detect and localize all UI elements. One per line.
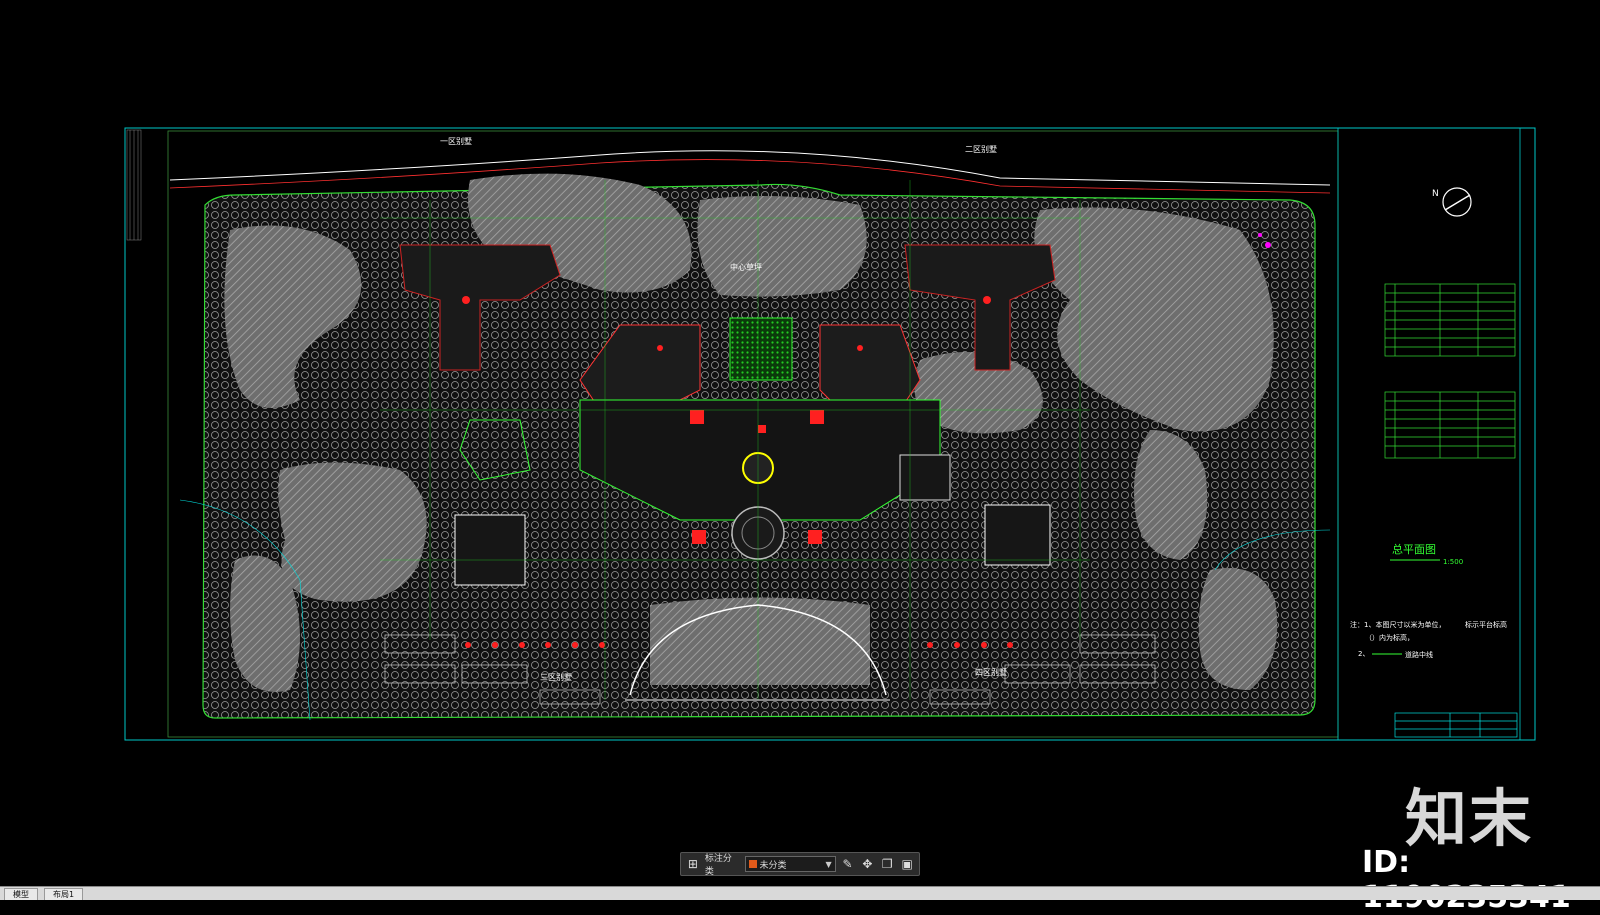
tab-model[interactable]: 模型 — [4, 888, 38, 900]
zone1-label: 一区别墅 — [440, 136, 472, 146]
central-lawn — [729, 317, 793, 381]
title-block — [1394, 712, 1518, 738]
paste-icon[interactable]: ▣ — [901, 857, 913, 871]
north-arrow-icon: N — [1432, 187, 1472, 217]
note-1: 注：1、本图尺寸以米为单位， — [1350, 620, 1445, 629]
category-select[interactable]: 未分类 ▼ — [744, 856, 836, 872]
watermark-logo: 知末 — [1405, 782, 1534, 855]
site-plan-drawing: 一区别墅 二区别墅 中心草坪 三区别墅 四区别墅 N — [124, 127, 1536, 741]
note-2: 2、 — [1358, 650, 1369, 658]
move-icon[interactable]: ✥ — [862, 857, 873, 871]
category-color-swatch — [748, 860, 757, 868]
copy-icon[interactable]: ❐ — [881, 857, 893, 871]
zone3-label: 三区别墅 — [540, 672, 572, 682]
annotation-category-label: 标注分类 — [704, 854, 732, 877]
index-table-2 — [1384, 391, 1516, 459]
watermark-id: ID: 1190235341 — [1362, 845, 1571, 915]
sheet-frame — [124, 127, 1536, 741]
svg-text:N: N — [1432, 189, 1439, 199]
lawn-label: 中心草坪 — [730, 262, 762, 272]
category-select-value: 未分类 — [759, 860, 787, 871]
zone2-label: 二区别墅 — [965, 144, 997, 154]
cad-drawing-canvas[interactable]: 一区别墅 二区别墅 中心草坪 三区别墅 四区别墅 N — [0, 0, 1600, 886]
layout-tab-bar: 模型 布局1 — [0, 886, 1600, 900]
index-table-1 — [1384, 283, 1516, 357]
hatch-area — [224, 225, 362, 408]
plan-title: 总平面图 — [1392, 542, 1436, 556]
legend-platform-elev: 标示平台标高 — [1465, 620, 1507, 629]
annotation-toolbar: ⊞ 标注分类 未分类 ▼ ✎ ✥ ❐ ▣ — [680, 852, 920, 877]
legend-road-center: 道路中线 — [1405, 650, 1433, 659]
scale-label: 1:500 — [1443, 558, 1463, 566]
grid-icon[interactable]: ⊞ — [687, 857, 698, 871]
tab-layout1[interactable]: 布局1 — [44, 888, 84, 900]
chevron-down-icon: ▼ — [825, 859, 832, 869]
edit-icon[interactable]: ✎ — [842, 857, 853, 871]
zone4-label: 四区别墅 — [975, 667, 1007, 677]
note-1b: （）内为标高， — [1365, 633, 1414, 642]
